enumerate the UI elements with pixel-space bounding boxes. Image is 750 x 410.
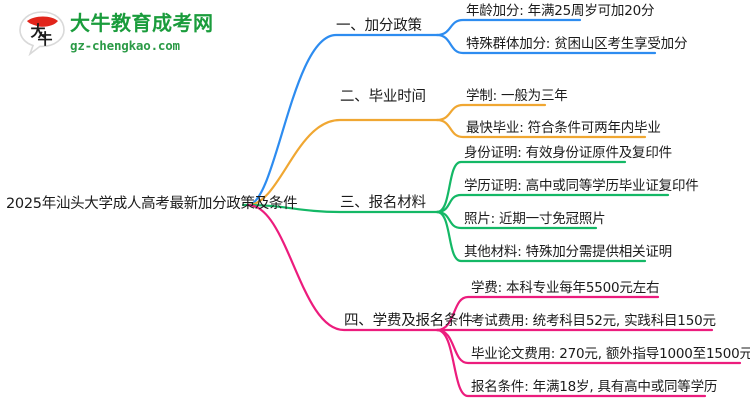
branch-3-item-4[interactable]: 其他材料: 特殊加分需提供相关证明 xyxy=(464,244,672,260)
branch-2-line xyxy=(246,118,439,207)
logo-name-cn: 大牛教育成考网 xyxy=(70,11,214,35)
site-logo: 大 牛 大牛教育成考网 gz-chengkao.com xyxy=(16,6,216,62)
branch-1-line xyxy=(246,33,439,207)
branch-4-item-3[interactable]: 毕业论文费用: 270元, 额外指导1000至1500元 xyxy=(471,346,750,362)
svg-text:大: 大 xyxy=(30,22,45,40)
branch-1-item-1-line xyxy=(435,18,582,37)
branch-3-item-2[interactable]: 学历证明: 高中或同等学历毕业证复印件 xyxy=(464,178,699,194)
branch-label-1[interactable]: 一、加分政策 xyxy=(336,18,422,34)
branch-1-item-2[interactable]: 特殊群体加分: 贫困山区考生享受加分 xyxy=(466,36,688,52)
branch-2-item-1[interactable]: 学制: 一般为三年 xyxy=(466,88,568,104)
logo-name-en: gz-chengkao.com xyxy=(70,38,180,53)
svg-text:牛: 牛 xyxy=(37,30,52,48)
branch-2-item-1-line xyxy=(435,103,547,122)
branch-label-3[interactable]: 三、报名材料 xyxy=(340,195,426,211)
branch-label-2[interactable]: 二、毕业时间 xyxy=(340,89,426,105)
branch-3-item-2-line xyxy=(435,193,670,214)
logo-speech-bubble-icon: 大 牛 xyxy=(19,11,65,56)
branch-4-item-4[interactable]: 报名条件: 年满18岁, 具有高中或同等学历 xyxy=(471,379,718,395)
branch-4-item-2[interactable]: 考试费用: 统考科目52元, 实践科目150元 xyxy=(471,313,716,329)
branch-2-item-2[interactable]: 最快毕业: 符合条件可两年内毕业 xyxy=(466,120,661,136)
branch-label-4[interactable]: 四、学费及报名条件 xyxy=(344,313,473,329)
branch-3-item-1[interactable]: 身份证明: 有效身份证原件及复印件 xyxy=(464,145,672,161)
branch-4-item-1[interactable]: 学费: 本科专业每年5500元左右 xyxy=(471,280,660,296)
branch-3-item-3[interactable]: 照片: 近期一寸免冠照片 xyxy=(464,211,606,227)
logo-wordmark: 大牛教育成考网 gz-chengkao.com xyxy=(70,11,220,54)
root-node[interactable]: 2025年汕头大学成人高考最新加分政策及条件 xyxy=(6,196,298,212)
branch-1-item-1[interactable]: 年龄加分: 年满25周岁可加20分 xyxy=(466,3,655,19)
